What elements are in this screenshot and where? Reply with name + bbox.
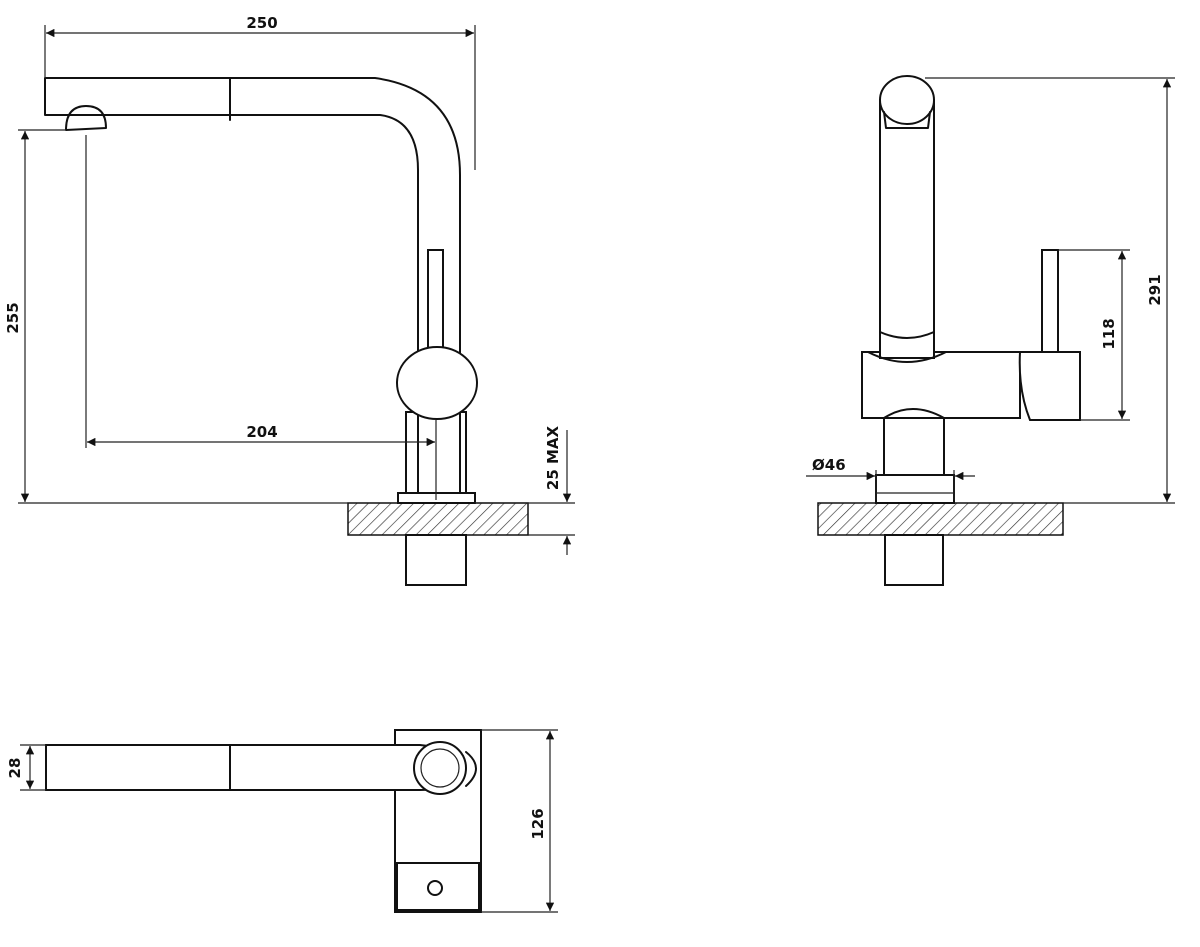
front-view: 291 118 Ø46: [806, 75, 1175, 586]
mount-shank-front: [884, 534, 944, 586]
handle-hole-top: [427, 880, 443, 896]
spout-column-front: [879, 99, 935, 359]
handle-housing-front: [1018, 351, 1081, 421]
spout-top: [45, 744, 463, 791]
aerator: [65, 105, 107, 131]
spout-top-front: [879, 75, 935, 125]
countertop-hatch: [347, 502, 529, 536]
dim-label-250: 250: [246, 14, 277, 32]
body-neck-front: [883, 414, 945, 476]
dim-label-28: 28: [6, 758, 24, 779]
lever: [427, 249, 444, 361]
dim-label-46: Ø46: [812, 456, 846, 474]
dim-label-255: 255: [4, 302, 22, 333]
side-view: 250 255 204 25 MAX: [4, 14, 575, 586]
body-block-front: [861, 351, 1021, 419]
dim-label-126: 126: [529, 808, 547, 839]
top-view: 28 126: [6, 729, 558, 913]
dim-label-291: 291: [1146, 274, 1164, 305]
dim-label-25max: 25 MAX: [544, 425, 562, 490]
base-flange-front: [875, 474, 955, 504]
mount-shank: [405, 534, 467, 586]
dim-label-204: 204: [246, 423, 277, 441]
handle-knob: [396, 346, 478, 420]
spout: [44, 77, 461, 494]
dim-label-118: 118: [1100, 318, 1118, 349]
spout-pivot-top: [413, 741, 467, 795]
lever-front: [1041, 249, 1059, 353]
countertop-hatch-front: [817, 502, 1064, 536]
